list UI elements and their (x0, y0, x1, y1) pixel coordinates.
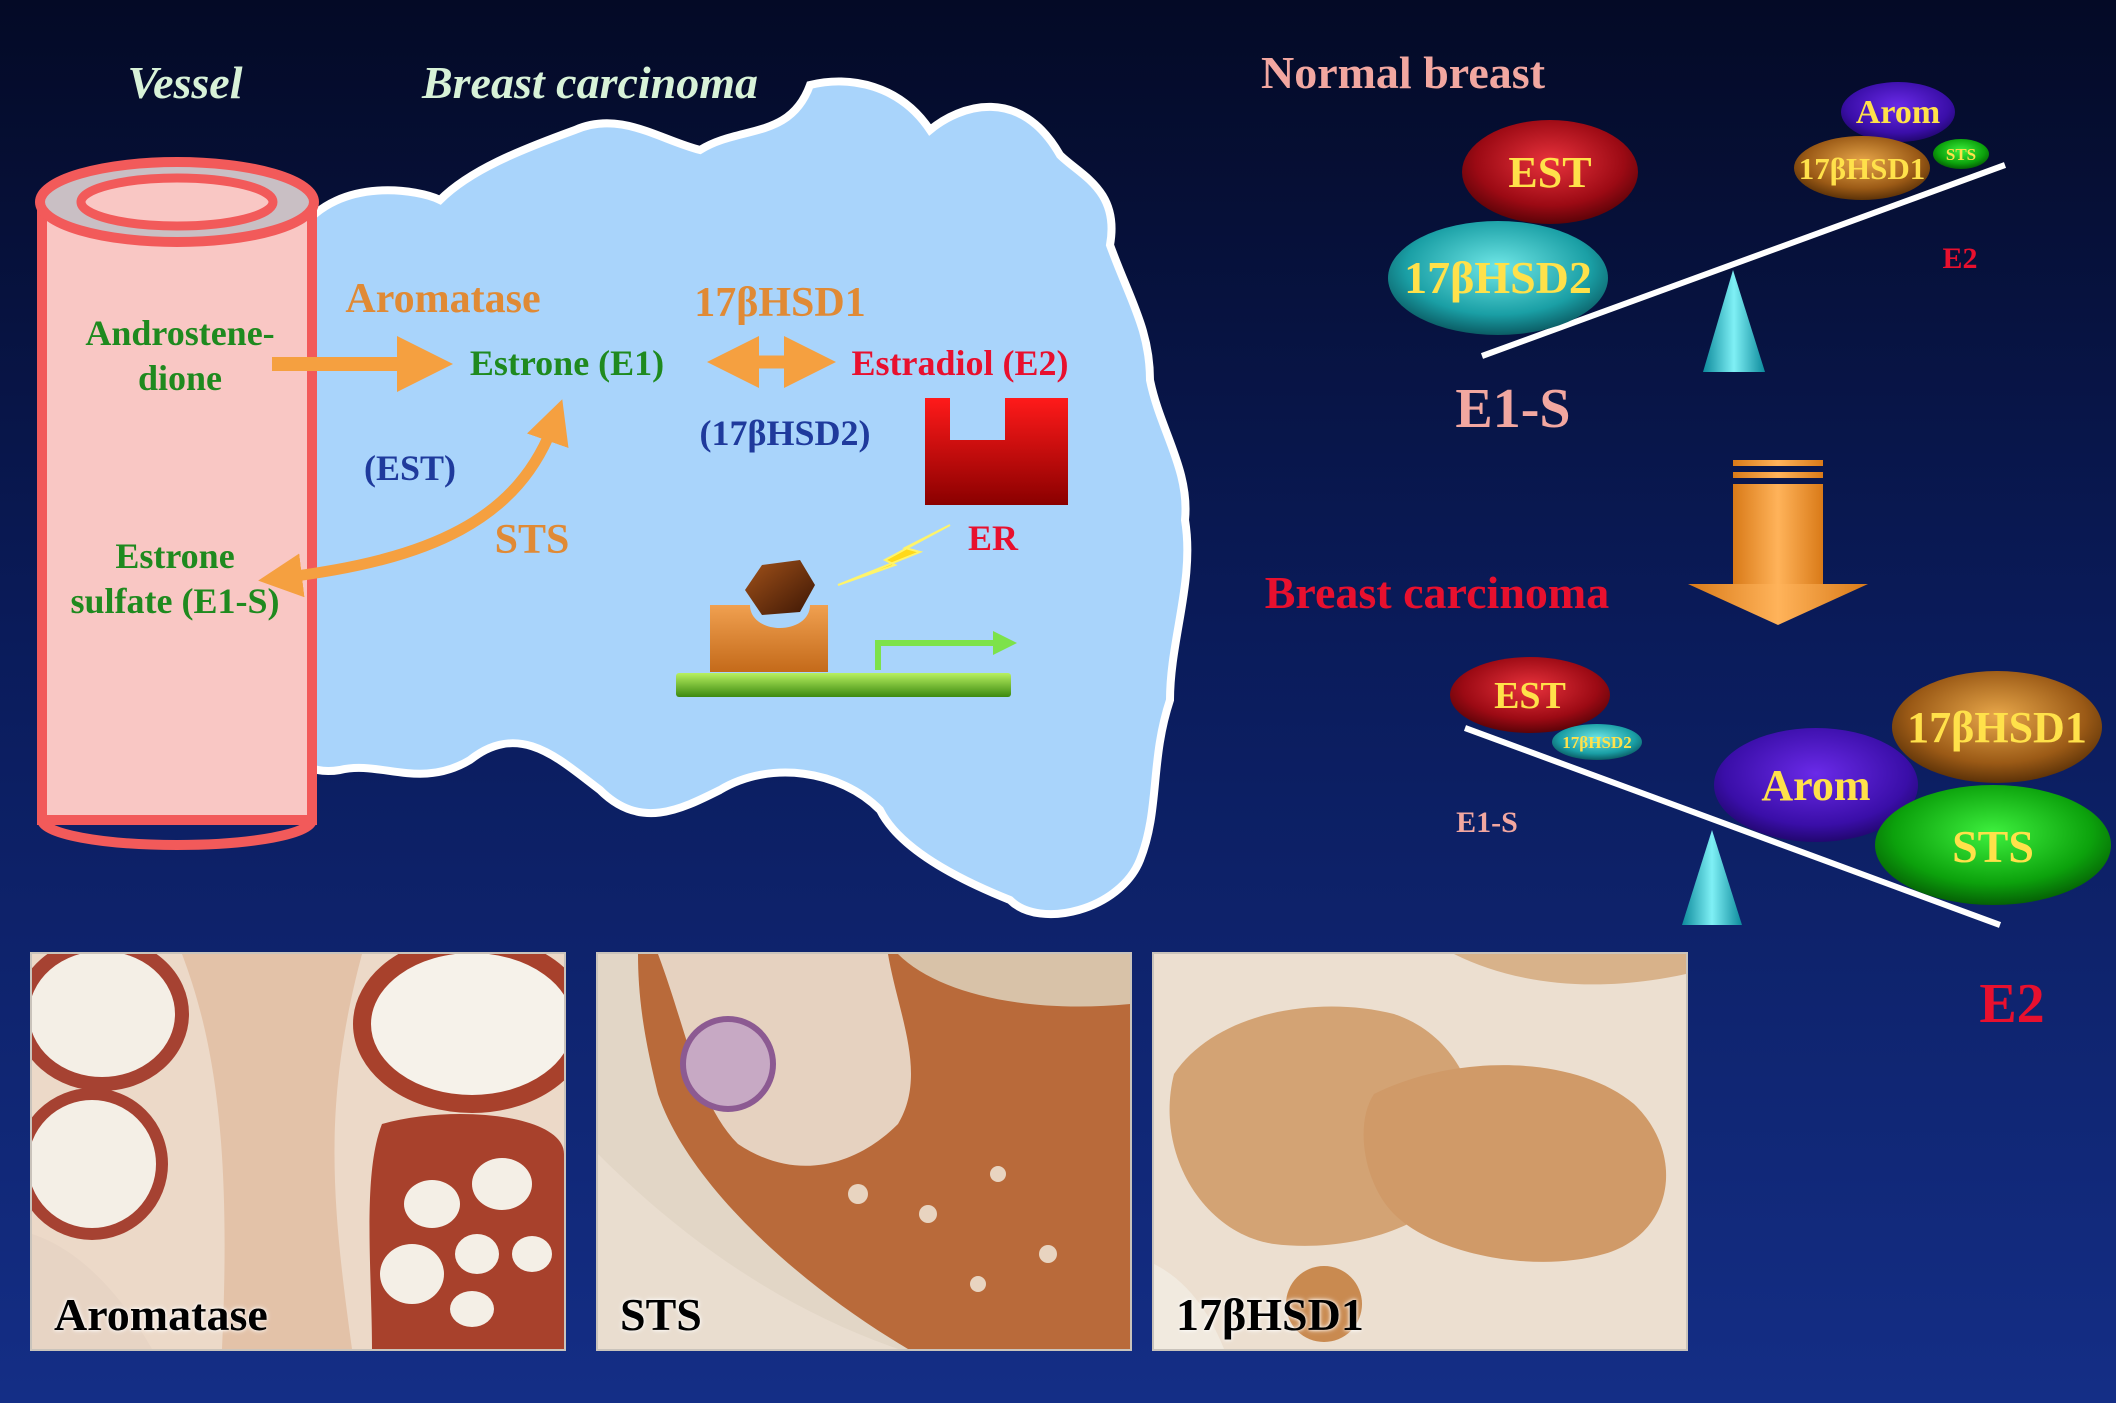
normal-sts-enzyme: STS (1933, 139, 1989, 169)
carcinoma-hsd2-enzyme: 17βHSD2 (1552, 724, 1642, 760)
normal-hsd2-label: 17βHSD2 (1404, 252, 1592, 303)
estrone-sulfate-label-line2: sulfate (E1-S) (71, 581, 280, 621)
normal-seesaw-beam (1480, 162, 2007, 359)
estrone-label: Estrone (E1) (470, 343, 664, 383)
transcription-arrow-icon (875, 631, 1017, 670)
normal-est-enzyme: EST (1462, 120, 1638, 224)
hsd1-label: 17βHSD1 (694, 280, 866, 326)
aromatase-tissue-image (32, 954, 564, 1349)
carcinoma-est-enzyme: EST (1450, 657, 1610, 733)
sts-micrograph-label: STS (620, 1289, 702, 1340)
carcinoma-sts-label: STS (1952, 821, 2034, 872)
carcinoma-seesaw-fulcrum (1682, 830, 1742, 925)
normal-hsd1-label: 17βHSD1 (1799, 151, 1926, 186)
normal-hsd1-enzyme: 17βHSD1 (1794, 136, 1930, 200)
carcinoma-hsd1-label: 17βHSD1 (1907, 703, 2087, 752)
tissue-label: Breast carcinoma (421, 57, 758, 108)
carcinoma-arom-label: Arom (1761, 761, 1870, 810)
sts-tissue-image (598, 954, 1130, 1349)
estrone-sulfate-label-line1: Estrone (115, 536, 234, 576)
er-label: ER (968, 518, 1019, 558)
aromatase-label: Aromatase (345, 276, 540, 322)
carcinoma-hsd2-label: 17βHSD2 (1562, 733, 1631, 752)
normal-sts-label: STS (1946, 145, 1976, 164)
estrogen-receptor-icon (925, 398, 1068, 505)
est-label: (EST) (364, 448, 456, 488)
hsd1-micrograph: 17βHSD1 (1152, 952, 1688, 1351)
normal-breast-title: Normal breast (1261, 47, 1546, 98)
normal-arom-enzyme: Arom (1841, 82, 1955, 142)
carcinoma-arom-enzyme: Arom (1714, 728, 1918, 842)
carcinoma-est-label: EST (1494, 675, 1566, 717)
carcinoma-sts-enzyme: STS (1875, 785, 2111, 905)
tumor-tissue-shape (296, 77, 1192, 918)
carcinoma-e2-label: E2 (1979, 973, 2044, 1035)
vessel-label: Vessel (128, 57, 243, 108)
normal-e1s-label: E1-S (1455, 378, 1570, 440)
androstenedione-label-line1: Androstene- (85, 313, 274, 353)
estradiol-label: Estradiol (E2) (851, 343, 1068, 383)
vessel (35, 157, 319, 850)
carcinoma-seesaw-beam (1463, 725, 2002, 928)
carcinoma-e1s-label: E1-S (1456, 806, 1518, 839)
normal-est-label: EST (1508, 148, 1591, 197)
normal-arom-label: Arom (1856, 94, 1940, 131)
hsd2-label: (17βHSD2) (700, 413, 871, 453)
androstenedione-label-line2: dione (138, 358, 222, 398)
normal-hsd2-enzyme: 17βHSD2 (1388, 221, 1608, 335)
carcinoma-title: Breast carcinoma (1265, 567, 1610, 618)
lightning-icon (837, 524, 951, 586)
hsd1-micrograph-label: 17βHSD1 (1176, 1289, 1364, 1340)
normal-seesaw-fulcrum (1703, 270, 1765, 372)
hsd1-tissue-image (1154, 954, 1686, 1349)
normal-e2-label: E2 (1942, 242, 1977, 275)
transition-down-arrow (1688, 460, 1868, 625)
sts-label: STS (495, 517, 570, 563)
sts-micrograph: STS (596, 952, 1132, 1351)
sulfate-estrone-curved-arrow (258, 399, 569, 598)
ligand-receptor-dna-icon (676, 560, 1011, 697)
carcinoma-hsd1-enzyme: 17βHSD1 (1892, 671, 2102, 783)
aromatase-micrograph-label: Aromatase (54, 1289, 268, 1340)
aromatase-micrograph: Aromatase (30, 952, 566, 1351)
